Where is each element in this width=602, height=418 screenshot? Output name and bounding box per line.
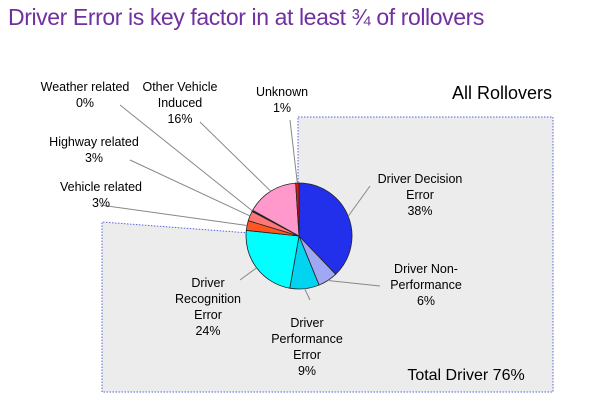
pie-slice-other-vehicle-induced bbox=[252, 182, 300, 237]
leader-line bbox=[347, 185, 371, 217]
leader-line bbox=[119, 104, 253, 212]
leader-line bbox=[129, 159, 251, 217]
slide-title: Driver Error is key factor in at least ¾… bbox=[8, 4, 485, 30]
total-driver-annotation: Total Driver 76% bbox=[407, 367, 524, 384]
leader-line bbox=[304, 288, 311, 301]
chart-title: All Rollovers bbox=[452, 83, 552, 103]
leader-line bbox=[327, 279, 381, 287]
leader-line bbox=[199, 121, 272, 192]
leader-line bbox=[99, 204, 248, 226]
pie-slice-unknown bbox=[295, 182, 300, 237]
pie-slice-driver-recognition-error bbox=[245, 229, 300, 289]
leader-line bbox=[289, 119, 298, 184]
pie-slice-driver-decision-error bbox=[298, 182, 353, 275]
leader-line bbox=[239, 267, 257, 281]
